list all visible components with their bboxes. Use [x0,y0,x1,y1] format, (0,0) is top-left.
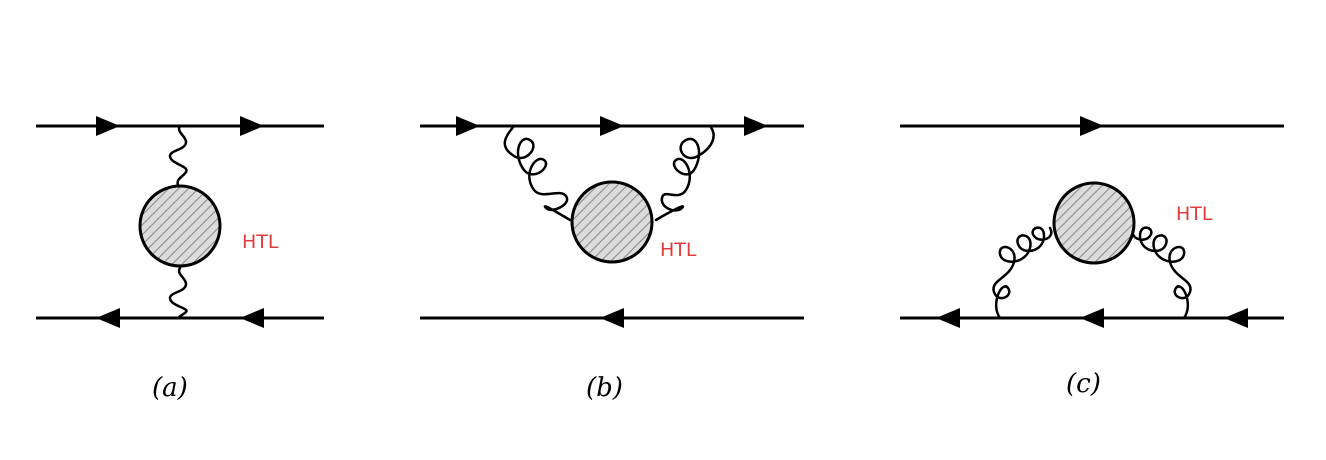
diagram-a-bottom-arrow-2 [240,308,264,328]
diagram-b-gluon-left [503,124,572,222]
diagram-b-gluon-right [654,124,715,222]
diagram-c-htl-label: HTL [1176,203,1213,225]
diagram-b-top-arrow-3 [744,116,768,136]
diagram-c-bottom-arrow-2 [1080,308,1104,328]
diagram-b: HTL (b) [420,116,804,403]
diagram-b-bottom-arrow [600,308,624,328]
diagram-b-top-arrow-1 [456,116,480,136]
diagram-a-gluon-top [168,124,188,188]
diagram-a-top-arrow-2 [240,116,264,136]
diagram-a: HTL (a) [36,116,324,403]
diagram-a-gluon-bottom [168,266,188,320]
diagram-a-htl-blob [138,184,222,268]
diagram-c-top-arrow [1080,116,1104,136]
diagram-a-bottom-arrow-1 [96,308,120,328]
diagram-b-htl-label: HTL [660,239,697,261]
diagram-c-gluon-right [1131,226,1192,320]
diagram-b-htl-blob [570,180,654,264]
diagram-c-caption: (c) [1066,369,1101,399]
diagram-a-top-arrow-1 [96,116,120,136]
diagram-c-htl-blob [1052,181,1136,265]
diagram-c-bottom-arrow-1 [936,308,960,328]
diagram-c-gluon-left [992,226,1053,320]
diagram-a-htl-label: HTL [242,231,279,253]
diagram-c: HTL (c) [900,116,1284,399]
diagram-c-bottom-arrow-3 [1224,308,1248,328]
diagram-a-caption: (a) [152,373,188,403]
diagram-b-caption: (b) [586,373,623,403]
diagram-b-top-arrow-2 [600,116,624,136]
